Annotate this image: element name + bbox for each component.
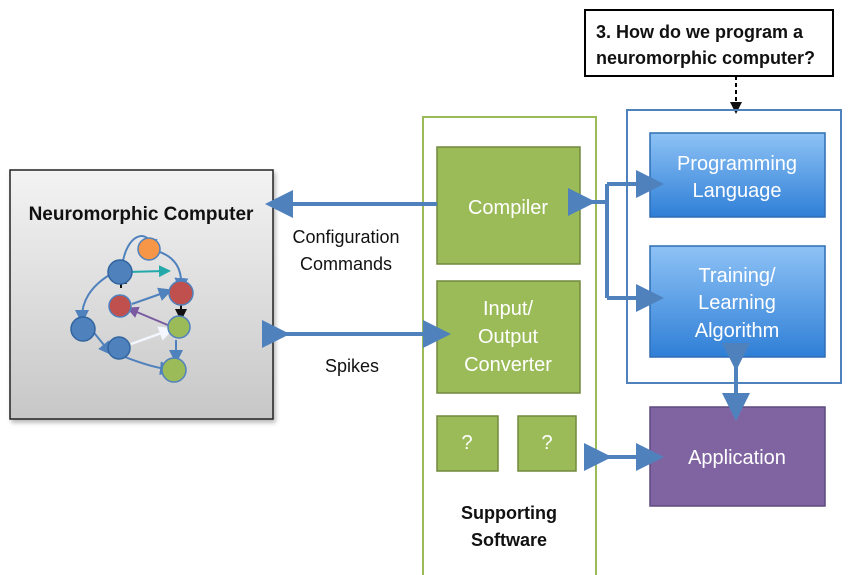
programming-language-line-2: Language (693, 180, 782, 202)
red-neuron (108, 294, 132, 318)
application-node: Application (649, 406, 826, 507)
training-learning-node: Training/ Learning Algorithm (649, 245, 826, 358)
blue-neuron (107, 259, 133, 285)
green-neuron (167, 315, 191, 339)
unknown-node-1: ? (436, 415, 499, 472)
question-line-2: neuromorphic computer? (596, 48, 815, 68)
green-neuron (161, 357, 187, 383)
training-line-3: Algorithm (695, 320, 779, 342)
red-neuron (168, 280, 194, 306)
compiler-label: Compiler (468, 197, 548, 219)
io-label-line-3: Converter (464, 354, 552, 376)
question-callout: 3. How do we program a neuromorphic comp… (584, 9, 834, 77)
spikes-label: Spikes (325, 356, 379, 376)
unknown-node-2: ? (517, 415, 577, 472)
orange-neuron (137, 237, 161, 261)
io-converter-node: Input/ Output Converter (436, 280, 581, 394)
compiler-node: Compiler (436, 146, 581, 265)
neuromorphic-computer-title: Neuromorphic Computer (29, 204, 254, 225)
configuration-label-line-2: Commands (300, 254, 392, 274)
training-line-1: Training/ (698, 265, 776, 287)
question-line-1: 3. How do we program a (596, 22, 804, 42)
blue-neuron (70, 316, 96, 342)
neuromorphic-network-graphic (70, 235, 194, 383)
training-line-2: Learning (698, 292, 776, 314)
io-label-line-2: Output (478, 326, 538, 348)
io-label-line-1: Input/ (483, 298, 533, 320)
application-label: Application (688, 447, 786, 469)
neuromorphic-computer-box: Neuromorphic Computer (9, 169, 274, 420)
unknown-label-2: ? (541, 432, 552, 454)
blue-neuron (107, 336, 131, 360)
programming-language-line-1: Programming (677, 153, 797, 175)
configuration-label-line-1: Configuration (292, 227, 399, 247)
supporting-title-line-1: Supporting (461, 503, 557, 523)
supporting-title-line-2: Software (471, 530, 547, 550)
programming-language-node: Programming Language (649, 132, 826, 218)
unknown-label-1: ? (461, 432, 472, 454)
connectors (262, 170, 750, 471)
